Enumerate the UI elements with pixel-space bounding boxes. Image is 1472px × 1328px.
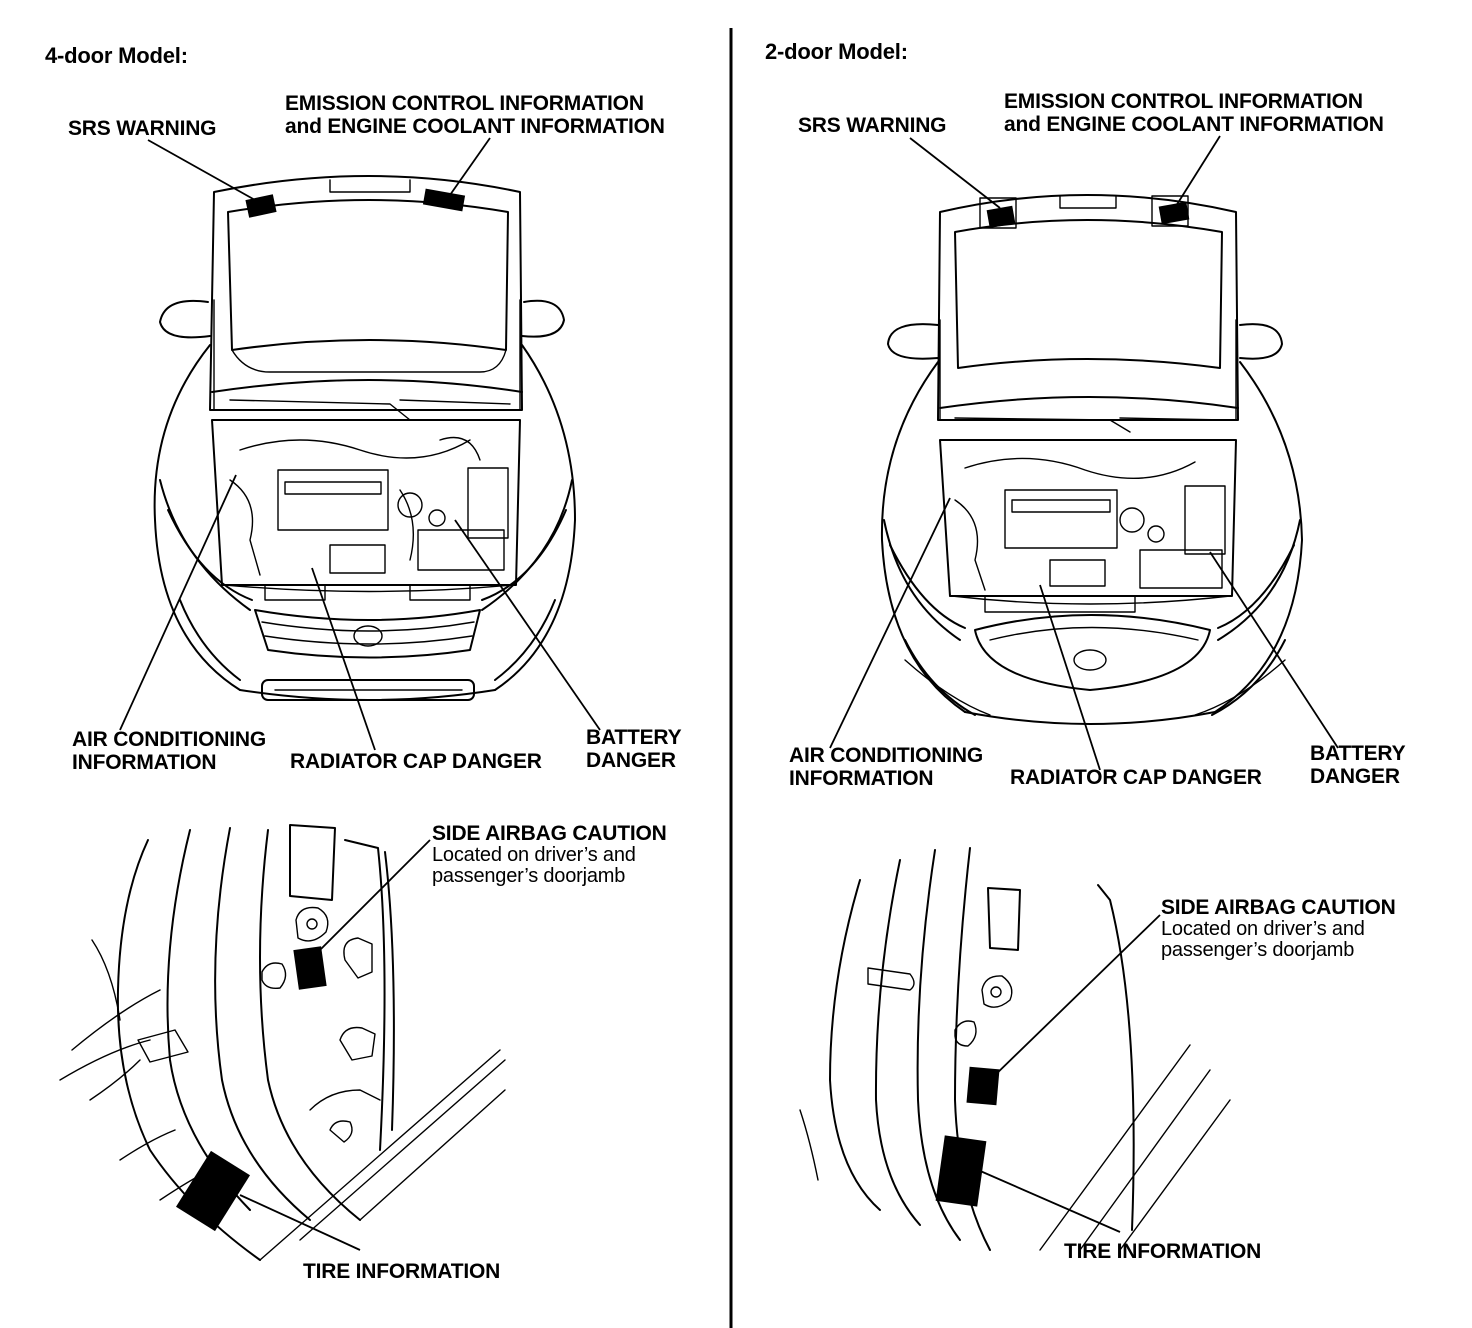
- label-emission-line1: EMISSION CONTROL INFORMATION: [285, 92, 644, 115]
- emission-decal-2door: [1158, 201, 1190, 225]
- label-side-airbag-caution: SIDE AIRBAG CAUTION Located on driver’s …: [432, 822, 667, 887]
- label-side-airbag-title: SIDE AIRBAG CAUTION: [432, 822, 667, 845]
- label-air-conditioning: AIR CONDITIONING INFORMATION: [72, 728, 266, 774]
- label-battery-danger-2door: BATTERY DANGER: [1310, 742, 1406, 788]
- two-door-car-illustration: [880, 194, 1303, 725]
- label-air-conditioning-2door: AIR CONDITIONING INFORMATION: [789, 744, 983, 790]
- label-emission-line2: and ENGINE COOLANT INFORMATION: [285, 115, 665, 138]
- label-tire-information: TIRE INFORMATION: [303, 1260, 501, 1283]
- srs-warning-decal-2door: [986, 205, 1016, 228]
- emission-decal: [422, 188, 466, 212]
- label-side-airbag-note1: Located on driver’s and: [432, 844, 636, 866]
- label-radiator-cap-danger: RADIATOR CAP DANGER: [290, 750, 542, 773]
- label-emission-line1-2door: EMISSION CONTROL INFORMATION: [1004, 90, 1363, 113]
- srs-warning-decal: [245, 194, 277, 218]
- side-airbag-decal-2door: [966, 1066, 1000, 1106]
- four-door-doorjamb-illustration: [59, 824, 506, 1261]
- label-side-airbag-caution-2door: SIDE AIRBAG CAUTION Located on driver’s …: [1161, 896, 1396, 961]
- label-emission-line2-2door: and ENGINE COOLANT INFORMATION: [1004, 113, 1384, 136]
- label-srs-warning: SRS WARNING: [68, 117, 217, 140]
- label-battery-line2-2door: DANGER: [1310, 765, 1400, 788]
- label-tire-information-2door: TIRE INFORMATION: [1064, 1240, 1262, 1263]
- label-radiator-cap-danger-2door: RADIATOR CAP DANGER: [1010, 766, 1262, 789]
- label-ac-line2: INFORMATION: [72, 751, 217, 774]
- label-side-airbag-title-2door: SIDE AIRBAG CAUTION: [1161, 896, 1396, 919]
- label-side-airbag-note2-2door: passenger’s doorjamb: [1161, 939, 1355, 961]
- four-door-car-illustration: [153, 175, 576, 701]
- label-emission-control: EMISSION CONTROL INFORMATION and ENGINE …: [285, 92, 665, 138]
- label-emission-control-2door: EMISSION CONTROL INFORMATION and ENGINE …: [1004, 90, 1384, 136]
- tire-information-decal-2door: [935, 1135, 987, 1207]
- label-ac-line1: AIR CONDITIONING: [72, 728, 266, 751]
- label-srs-warning-2door: SRS WARNING: [798, 114, 947, 137]
- label-ac-line2-2door: INFORMATION: [789, 767, 934, 790]
- two-door-doorjamb-illustration: [799, 847, 1231, 1251]
- panel-heading-2door: 2-door Model:: [765, 39, 908, 64]
- label-side-airbag-note2: passenger’s doorjamb: [432, 865, 626, 887]
- label-battery-line1-2door: BATTERY: [1310, 742, 1406, 765]
- tire-information-decal: [176, 1150, 250, 1232]
- label-battery-line2: DANGER: [586, 749, 676, 772]
- side-airbag-decal: [293, 946, 327, 990]
- label-ac-line1-2door: AIR CONDITIONING: [789, 744, 983, 767]
- label-battery-line1: BATTERY: [586, 726, 682, 749]
- panel-heading-4door: 4-door Model:: [45, 43, 188, 68]
- label-battery-danger: BATTERY DANGER: [586, 726, 682, 772]
- label-side-airbag-note1-2door: Located on driver’s and: [1161, 918, 1365, 940]
